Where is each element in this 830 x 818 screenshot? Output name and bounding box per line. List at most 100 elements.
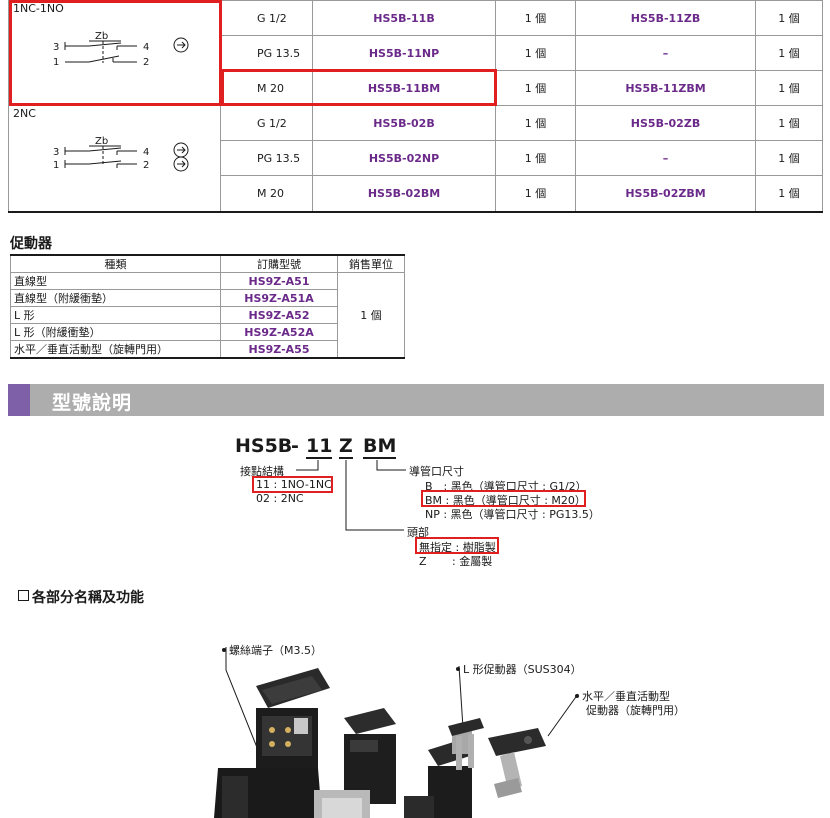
qty-z-cell: 1 個 bbox=[755, 70, 823, 106]
conduit-option-b: B : 黑色（導管口尺寸 : G1/2） bbox=[425, 480, 587, 493]
terminal-1-label: 1 bbox=[53, 57, 59, 68]
contact-type-label: 2NC bbox=[13, 107, 36, 120]
banner-accent-bar bbox=[8, 384, 30, 416]
actuator-type-cell: L 形（附緩衝墊） bbox=[10, 323, 221, 341]
contact-option-02: 02 : 2NC bbox=[256, 492, 304, 505]
model-cell: HS5B-11NP bbox=[312, 35, 496, 71]
qty-cell: 1 個 bbox=[495, 105, 576, 141]
table-row: 直線型（附緩衝墊） HS9Z-A51A bbox=[10, 289, 405, 307]
actuator-model-cell: HS9Z-A55 bbox=[220, 340, 338, 359]
actuator-model-cell: HS9Z-A51A bbox=[220, 289, 338, 307]
conduit-option-bm: BM : 黑色（導管口尺寸 : M20） bbox=[425, 494, 586, 507]
table-row: L 形 HS9Z-A52 bbox=[10, 306, 405, 324]
callout-terminal: 螺絲端子（M3.5） bbox=[222, 642, 322, 658]
bullet-dot-icon bbox=[456, 667, 460, 671]
conduit-size-cell: PG 13.5 bbox=[220, 140, 313, 176]
qty-z-cell: 1 個 bbox=[755, 35, 823, 71]
conduit-size-label: 導管口尺寸 bbox=[409, 465, 464, 478]
actuator-model-cell: HS9Z-A52A bbox=[220, 323, 338, 341]
terminal-1-label: 1 bbox=[53, 160, 59, 171]
callout-l-actuator: L 形促動器（SUS304） bbox=[456, 661, 582, 677]
contact-diagram-1nc-1no: 1NC-1NO Zb 3 4 1 2 bbox=[8, 0, 221, 106]
leader-line bbox=[458, 665, 464, 729]
bullet-dot-icon bbox=[222, 648, 226, 652]
model-cell: HS5B-11BM bbox=[312, 70, 496, 106]
code-head: Z bbox=[339, 435, 353, 459]
qty-cell: 1 個 bbox=[495, 70, 576, 106]
direct-opening-icon bbox=[173, 37, 189, 53]
actuator-type-cell: 水平／垂直活動型（旋轉門用） bbox=[10, 340, 221, 359]
qty-cell: 1 個 bbox=[495, 175, 576, 212]
conduit-size-cell: M 20 bbox=[220, 175, 313, 212]
switch-open-body bbox=[214, 668, 330, 818]
qty-z-cell: 1 個 bbox=[755, 0, 823, 36]
conduit-size-cell: M 20 bbox=[220, 70, 313, 106]
table-row: M 20 HS5B-02BM 1 個 HS5B-02ZBM 1 個 bbox=[9, 175, 823, 212]
model-z-cell: – bbox=[575, 140, 756, 176]
switch-metal-head-body bbox=[314, 708, 396, 818]
code-conduit: BM bbox=[363, 435, 397, 459]
conduit-size-cell: G 1/2 bbox=[220, 105, 313, 141]
parts-heading-text: 各部分名稱及功能 bbox=[32, 590, 144, 606]
callout-terminal-text: 螺絲端子（M3.5） bbox=[229, 644, 322, 657]
code-contact: 11 bbox=[306, 435, 333, 459]
table-row: 直線型 HS9Z-A51 1 個 bbox=[10, 272, 405, 359]
direct-opening-icon bbox=[173, 156, 189, 172]
section-banner: 型號說明 bbox=[8, 384, 824, 416]
switch-with-l-actuator bbox=[404, 720, 474, 818]
model-z-cell: HS5B-02ZB bbox=[575, 105, 756, 141]
qty-cell: 1 個 bbox=[495, 140, 576, 176]
zb-label: Zb bbox=[95, 136, 108, 147]
actuator-model-cell: HS9Z-A52 bbox=[220, 306, 338, 324]
table-header-row: 種類 訂購型號 銷售單位 bbox=[10, 254, 405, 273]
table-row: PG 13.5 HS5B-02NP 1 個 – 1 個 bbox=[9, 140, 823, 176]
model-cell: HS5B-02NP bbox=[312, 140, 496, 176]
header-sales-unit: 銷售單位 bbox=[337, 254, 405, 273]
head-label: 頭部 bbox=[407, 526, 429, 539]
l-shaped-actuator bbox=[448, 718, 484, 770]
terminal-2-label: 2 bbox=[143, 160, 149, 171]
code-series: HS5B bbox=[235, 435, 293, 457]
head-option-z: Z : 金屬製 bbox=[419, 555, 493, 568]
model-cell: HS5B-11B bbox=[312, 0, 496, 36]
terminal-4-label: 4 bbox=[143, 147, 149, 158]
actuator-unit-cell: 1 個 bbox=[337, 272, 405, 359]
callout-rotary-actuator-line2: 促動器（旋轉門用） bbox=[586, 704, 685, 717]
head-option-default: 無指定 : 樹脂製 bbox=[419, 541, 496, 554]
rotary-actuator bbox=[488, 728, 546, 798]
code-dash: - bbox=[291, 435, 299, 457]
zb-label: Zb bbox=[95, 31, 108, 42]
leader-line bbox=[547, 693, 579, 737]
contact-option-11: 11 : 1NO-1NC bbox=[256, 478, 332, 491]
qty-z-cell: 1 個 bbox=[755, 105, 823, 141]
terminal-3-label: 3 bbox=[53, 147, 59, 158]
table-row: L 形（附緩衝墊） HS9Z-A52A bbox=[10, 323, 405, 341]
terminal-4-label: 4 bbox=[143, 42, 149, 53]
terminal-2-label: 2 bbox=[143, 57, 149, 68]
product-illustration bbox=[214, 647, 579, 818]
checkbox-square-icon bbox=[18, 590, 29, 601]
qty-z-cell: 1 個 bbox=[755, 175, 823, 212]
model-z-cell: HS5B-11ZB bbox=[575, 0, 756, 36]
contact-circuit-diagram: Zb 3 4 1 2 bbox=[53, 136, 189, 172]
table-row: 2NC Zb 3 4 1 2 bbox=[8, 105, 823, 212]
switch-model-table: 1NC-1NO Zb 3 4 1 2 bbox=[8, 0, 823, 213]
actuator-table: 種類 訂購型號 銷售單位 直線型 HS9Z-A51 1 個 直線型（附緩衝墊） … bbox=[10, 254, 405, 359]
parts-heading: 各部分名稱及功能 bbox=[18, 587, 144, 607]
conduit-option-np: NP : 黑色（導管口尺寸 : PG13.5） bbox=[425, 508, 600, 521]
qty-cell: 1 個 bbox=[495, 0, 576, 36]
banner-title: 型號說明 bbox=[52, 392, 133, 414]
callout-l-actuator-text: L 形促動器（SUS304） bbox=[463, 663, 582, 676]
model-cell: HS5B-02B bbox=[312, 105, 496, 141]
actuator-model-cell: HS9Z-A51 bbox=[220, 272, 338, 290]
table-row: PG 13.5 HS5B-11NP 1 個 – 1 個 bbox=[9, 35, 823, 71]
conduit-size-cell: PG 13.5 bbox=[220, 35, 313, 71]
contact-diagram-2nc: 2NC Zb 3 4 1 2 bbox=[8, 105, 221, 212]
callout-rotary-text-1: 水平／垂直活動型 bbox=[582, 690, 670, 703]
contact-circuit-diagram: Zb 3 4 1 2 bbox=[53, 31, 189, 68]
leader-line bbox=[225, 647, 263, 761]
model-cell: HS5B-02BM bbox=[312, 175, 496, 212]
actuator-heading: 促動器 bbox=[10, 236, 52, 252]
contact-structure-label: 接點結構 bbox=[240, 465, 284, 478]
